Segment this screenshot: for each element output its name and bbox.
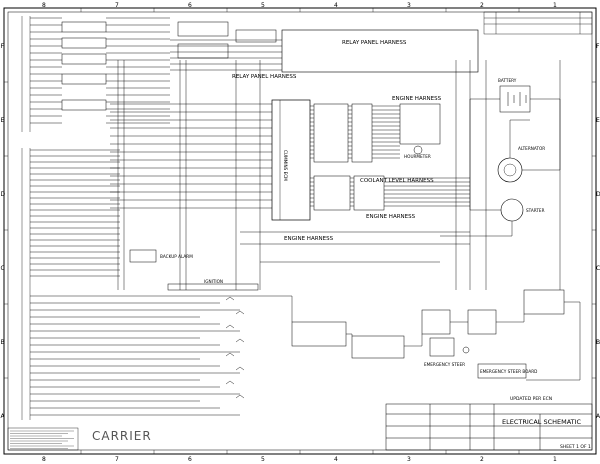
zone-col-label: 4 — [334, 2, 338, 9]
title-block-sheet: SHEET 1 OF 1 — [560, 444, 591, 450]
zone-col-label: 6 — [188, 456, 192, 463]
relay-boxes — [61, 21, 277, 111]
steer-box — [467, 309, 497, 335]
wire — [235, 310, 245, 315]
engine-harness-label: ENGINE HARNESS — [392, 96, 442, 102]
wire — [346, 333, 353, 336]
relay-panel-harness-label: RELAY PANEL HARNESS — [342, 40, 407, 46]
steer-box — [429, 337, 455, 357]
relay-panel-harness-label: RELAY PANEL HARNESS — [232, 74, 297, 80]
zone-row-label: A — [1, 413, 6, 420]
left-connector-upper — [21, 16, 31, 132]
zone-row-label: D — [596, 191, 600, 198]
title-block-title: ELECTRICAL SCHEMATIC — [502, 418, 582, 426]
zone-row-label: C — [596, 265, 600, 272]
zone-col-label: 3 — [407, 456, 411, 463]
zone-row-label: F — [596, 43, 600, 50]
wire — [235, 366, 245, 371]
ignition-bar — [167, 283, 259, 291]
zone-markers-top — [80, 8, 520, 454]
control-box — [351, 335, 405, 359]
wire — [522, 98, 561, 171]
wire — [440, 221, 513, 237]
zone-row-label: B — [596, 339, 600, 346]
revision-note: UPDATED PER ECN — [510, 396, 552, 402]
zone-row-label: F — [1, 43, 5, 50]
zone-row-label: B — [1, 339, 5, 346]
wire — [526, 301, 581, 381]
revision-block — [483, 11, 593, 35]
starter-label: STARTER — [526, 208, 545, 213]
zone-col-label: 4 — [334, 456, 338, 463]
hourmeter-symbol — [413, 145, 423, 155]
engine-harness-label: ENGINE HARNESS — [284, 236, 334, 242]
notes-box — [7, 427, 79, 451]
zone-col-label: 2 — [480, 456, 484, 463]
zone-col-label: 3 — [407, 2, 411, 9]
wire — [235, 338, 245, 343]
wire — [404, 334, 423, 347]
backup-alarm-box — [129, 249, 157, 263]
control-box — [291, 321, 347, 347]
hourmeter-label: HOURMETER — [404, 154, 431, 159]
backup-alarm-label: BACKUP ALARM — [160, 254, 193, 259]
wire — [235, 394, 245, 399]
cummins-ecm-box — [271, 99, 311, 221]
zone-col-label: 7 — [115, 2, 119, 9]
steer-box — [421, 309, 451, 335]
emergency-steer-label: EMERGENCY STEER — [424, 362, 465, 367]
battery-symbol — [499, 85, 531, 113]
zone-row-label: A — [596, 413, 600, 420]
wire — [496, 314, 525, 323]
zone-col-label: 1 — [553, 456, 557, 463]
battery-label: BATTERY — [498, 78, 517, 83]
zone-row-label: E — [1, 117, 5, 124]
engine-connector-blocks — [313, 103, 441, 211]
starter-symbol — [500, 198, 524, 222]
zone-col-label: 8 — [42, 2, 46, 9]
emergency-steer-board-box — [477, 363, 527, 379]
wire — [225, 324, 235, 329]
wire — [225, 352, 235, 357]
zone-row-label: E — [596, 117, 600, 124]
zone-row-label: C — [1, 265, 5, 272]
emergency-steer-board-label: EMERGENCY STEER BOARD — [480, 369, 537, 374]
wire — [225, 296, 235, 301]
zone-row-label: D — [1, 191, 6, 198]
carrier-logo: CARRIER — [92, 429, 152, 443]
alternator-label: ALTERNATOR — [518, 146, 545, 151]
zone-col-label: 5 — [261, 456, 265, 463]
steer-pump-box — [523, 289, 565, 315]
wire-layer — [30, 17, 581, 416]
engine-harness-label: ENGINE HARNESS — [366, 214, 416, 220]
wire — [225, 380, 235, 385]
wire — [200, 295, 293, 322]
relay-panel-box — [281, 29, 479, 73]
ignition-label: IGNITION — [204, 279, 223, 284]
zone-col-label: 5 — [261, 2, 265, 9]
zone-col-label: 6 — [188, 2, 192, 9]
left-connector-lower — [21, 148, 31, 420]
alternator-symbol — [497, 157, 523, 183]
wire — [469, 98, 501, 211]
zone-col-label: 2 — [480, 2, 484, 9]
zone-col-label: 1 — [553, 2, 557, 9]
wire — [509, 119, 530, 158]
coolant-level-harness-label: COOLANT LEVEL HARNESS — [360, 178, 434, 184]
zone-col-label: 8 — [42, 456, 46, 463]
zone-col-label: 7 — [115, 456, 119, 463]
cummins-ecm-label: CUMMINS ECM — [283, 150, 288, 181]
title-block — [385, 403, 593, 451]
zone-markers-side — [4, 81, 596, 379]
notes-lines — [10, 430, 74, 449]
